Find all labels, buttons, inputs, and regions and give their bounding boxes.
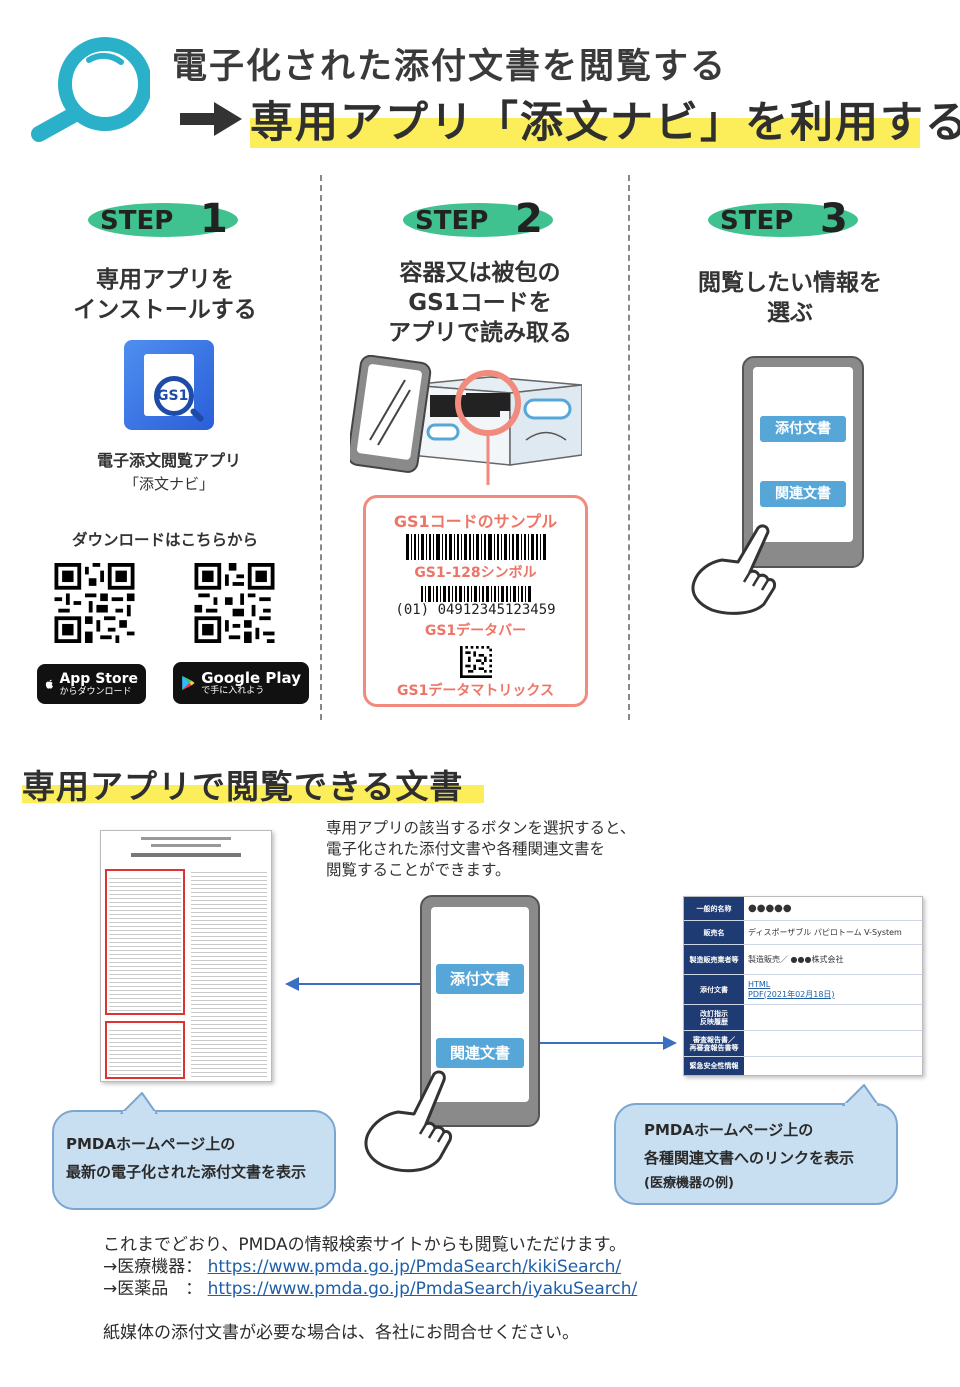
app-name: 電子添文閲覧アプリ	[96, 451, 241, 470]
step3-docs-button[interactable]: 添付文書	[760, 416, 846, 442]
step3-title: 閲覧したい情報を 選ぶ	[698, 270, 882, 326]
package-insert-thumbnail	[100, 830, 272, 1082]
magnifier-icon	[31, 37, 150, 142]
step-badge-3: STEP 3	[708, 196, 858, 242]
device-label: →医療機器：	[103, 1257, 203, 1277]
section2-title: 専用アプリで閲覧できる文書	[22, 767, 464, 806]
speech-bubble-right	[614, 1103, 898, 1205]
svg-text:1: 1	[200, 196, 228, 242]
app-name-sub: 「添文ナビ」	[123, 475, 214, 493]
bubble-right-note: (医療機器の例)	[644, 1176, 734, 1191]
svg-text:STEP: STEP	[720, 206, 793, 236]
table-row: 添付文書 HTML PDF(2021年02月18日)	[684, 975, 922, 1005]
gs1-128-label: GS1-128シンボル	[414, 565, 537, 581]
google-play-icon	[182, 675, 195, 691]
step3-related-button[interactable]: 関連文書	[760, 481, 846, 507]
app-icon[interactable]: GS1	[124, 340, 214, 430]
drug-search-link[interactable]: https://www.pmda.go.jp/PmdaSearch/iyakuS…	[207, 1279, 638, 1299]
table-row: 販売名 ディスポーザブル パピロトーム V-System	[684, 921, 922, 945]
footer-device-row: →医療機器： https://www.pmda.go.jp/PmdaSearch…	[103, 1252, 621, 1277]
center-docs-button[interactable]: 添付文書	[436, 964, 524, 994]
hand-pointer-icon	[364, 1070, 452, 1173]
table-row: 改訂指示 反映履歴	[684, 1005, 922, 1031]
speech-bubble-left	[52, 1110, 336, 1210]
footer-intro: これまでどおり、PMDAの情報検索サイトからも閲覧いただけます。	[103, 1235, 626, 1255]
gs1-databar-barcode	[421, 586, 531, 602]
column-divider	[628, 175, 630, 720]
step2-title: 容器又は被包の GS1コードを アプリで読み取る	[388, 260, 572, 346]
svg-text:3: 3	[820, 196, 848, 242]
table-row: 審査報告書／ 再審査報告書等	[684, 1031, 922, 1057]
download-label: ダウンロードはこちらから	[71, 531, 258, 549]
qr-code-app-store[interactable]	[53, 563, 136, 643]
device-search-link[interactable]: https://www.pmda.go.jp/PmdaSearch/kikiSe…	[207, 1257, 622, 1277]
bubble-right-text: PMDAホームページ上の 各種関連文書へのリンクを表示	[644, 1121, 855, 1167]
table-row: 一般的名称 ●●●●●	[684, 897, 922, 921]
arrow-left-icon	[285, 977, 435, 991]
app-store-button[interactable]: App Store からダウンロード	[37, 664, 146, 704]
gs1-databar-label: GS1データバー	[424, 623, 527, 639]
related-docs-table: 一般的名称 ●●●●● 販売名 ディスポーザブル パピロトーム V-System…	[683, 896, 923, 1076]
svg-text:STEP: STEP	[415, 206, 488, 236]
footer-drug-row: →医薬品 ： https://www.pmda.go.jp/PmdaSearch…	[103, 1274, 637, 1299]
apple-icon	[45, 679, 54, 689]
gs1-sample-title: GS1コードのサンプル	[393, 512, 558, 531]
gs1-128-barcode	[406, 534, 546, 560]
bubble-tail-right	[841, 1084, 880, 1106]
gs1-datamatrix-label: GS1データマトリックス	[397, 683, 554, 699]
svg-text:STEP: STEP	[100, 206, 173, 236]
html-link[interactable]: HTML	[748, 979, 771, 989]
step1-title: 専用アプリを インストールする	[73, 267, 257, 323]
header-highlight	[250, 118, 920, 148]
table-row: 緊急安全性情報	[684, 1057, 922, 1075]
header-line1: 電子化された添付文書を閲覧する	[172, 47, 728, 87]
gs1-databar-number: (01) 04912345123459	[395, 602, 556, 618]
google-play-button[interactable]: Google Play で手に入れよう	[173, 662, 309, 704]
arrow-right-small-icon	[522, 1036, 677, 1050]
hand-pointer-icon	[691, 524, 776, 615]
step-badge-2: STEP 2	[403, 196, 553, 242]
column-divider	[320, 175, 322, 720]
center-related-button[interactable]: 関連文書	[436, 1038, 524, 1068]
section2-highlight	[22, 785, 484, 803]
footer-paper-note: 紙媒体の添付文書が必要な場合は、各社にお問合せください。	[103, 1323, 579, 1343]
table-row: 製造販売業者等 製造販売／ ●●●株式会社	[684, 945, 922, 975]
gs1-sample-box: GS1コードのサンプル GS1-128シンボル (01) 04912345123…	[363, 495, 588, 707]
arrow-right-icon	[180, 102, 242, 136]
section2-description: 専用アプリの該当するボタンを選択すると、 電子化された添付文書や各種関連文書を …	[326, 819, 636, 879]
drug-label: →医薬品 ：	[103, 1279, 203, 1299]
qr-code-google-play[interactable]	[193, 563, 276, 643]
step-badge-1: STEP 1	[88, 196, 238, 242]
svg-text:2: 2	[515, 196, 543, 242]
gs1-datamatrix-code	[460, 646, 492, 678]
package-scan-illustration	[350, 355, 582, 485]
header-line2: 専用アプリ「添文ナビ」を利用する	[250, 98, 960, 148]
bubble-tail-left	[120, 1092, 158, 1114]
pdf-link[interactable]: PDF(2021年02月18日)	[748, 989, 835, 999]
bubble-left-text: PMDAホームページ上の 最新の電子化された添付文書を表示	[66, 1135, 307, 1181]
